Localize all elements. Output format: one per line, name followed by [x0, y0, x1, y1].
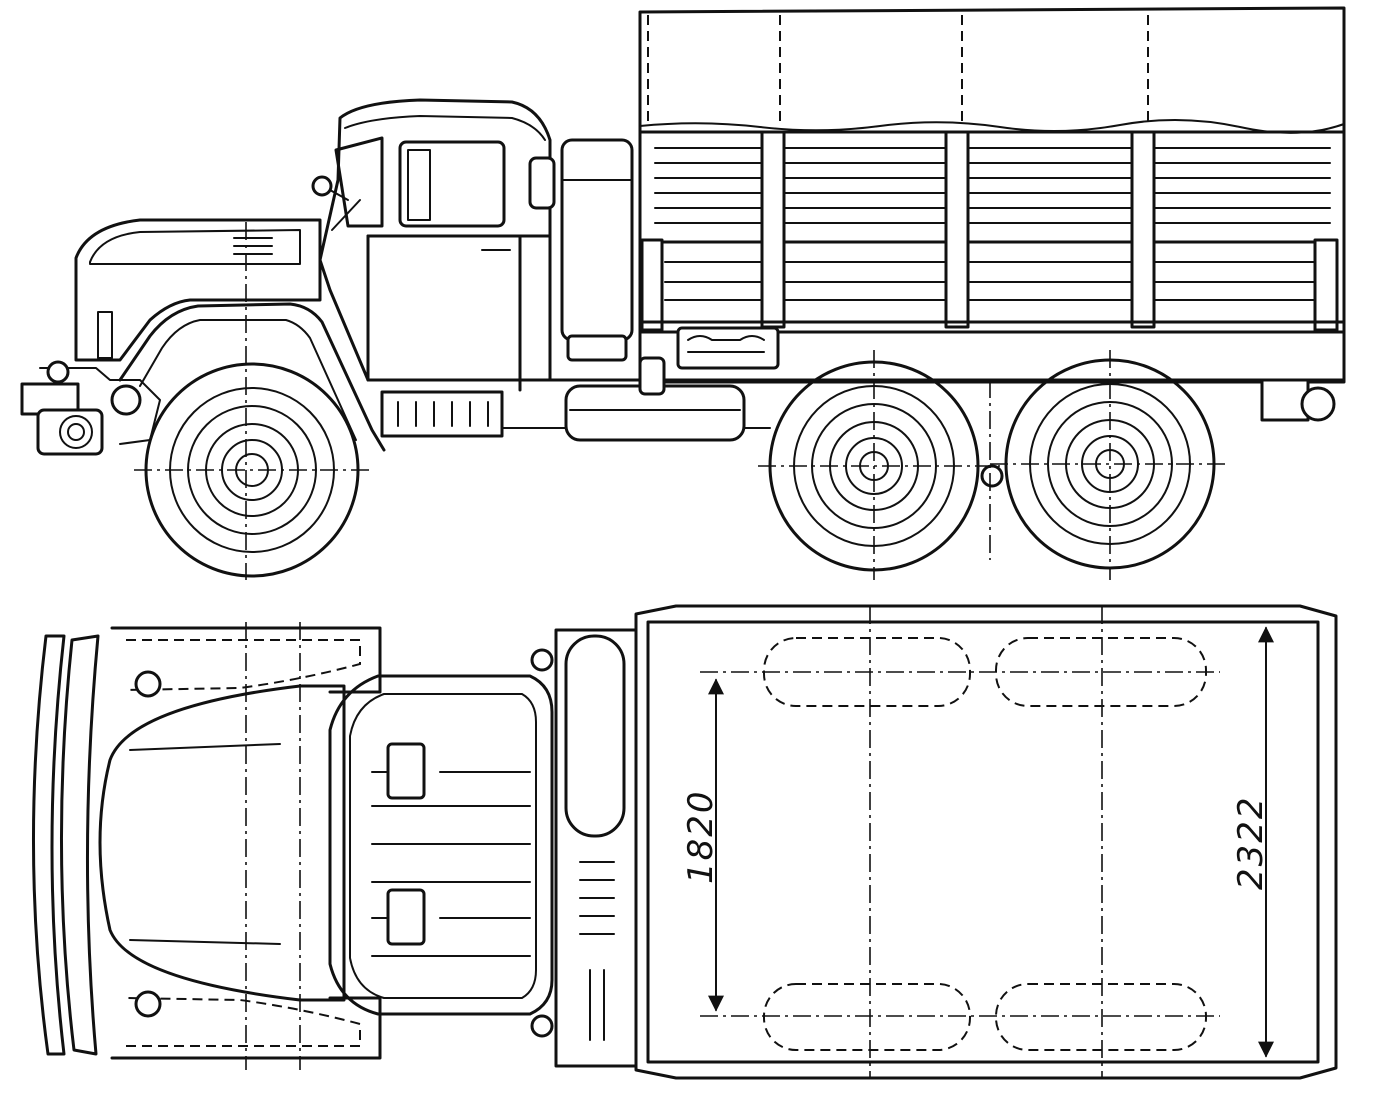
hood [74, 218, 322, 580]
top-cargo-bed [634, 604, 1338, 1080]
cab [311, 98, 556, 392]
top-cab-roof [328, 648, 554, 1038]
top-hood [98, 622, 346, 1070]
tarp-cover [638, 6, 1346, 134]
front-fender [118, 302, 386, 452]
rear-wheel-1 [758, 350, 1000, 580]
front-bumper [20, 360, 161, 456]
top-view [31, 604, 1338, 1080]
dimension-label-2322: 2322 [1231, 795, 1271, 890]
top-front-bumper [31, 634, 100, 1056]
rear-wheel-2 [989, 350, 1230, 580]
top-tank [554, 628, 638, 1068]
dimension-label-1820: 1820 [681, 789, 721, 884]
side-tank [560, 138, 634, 362]
chassis [380, 356, 1346, 488]
side-view [20, 6, 1346, 580]
cargo-body [638, 130, 1346, 384]
front-wheel [134, 362, 370, 578]
